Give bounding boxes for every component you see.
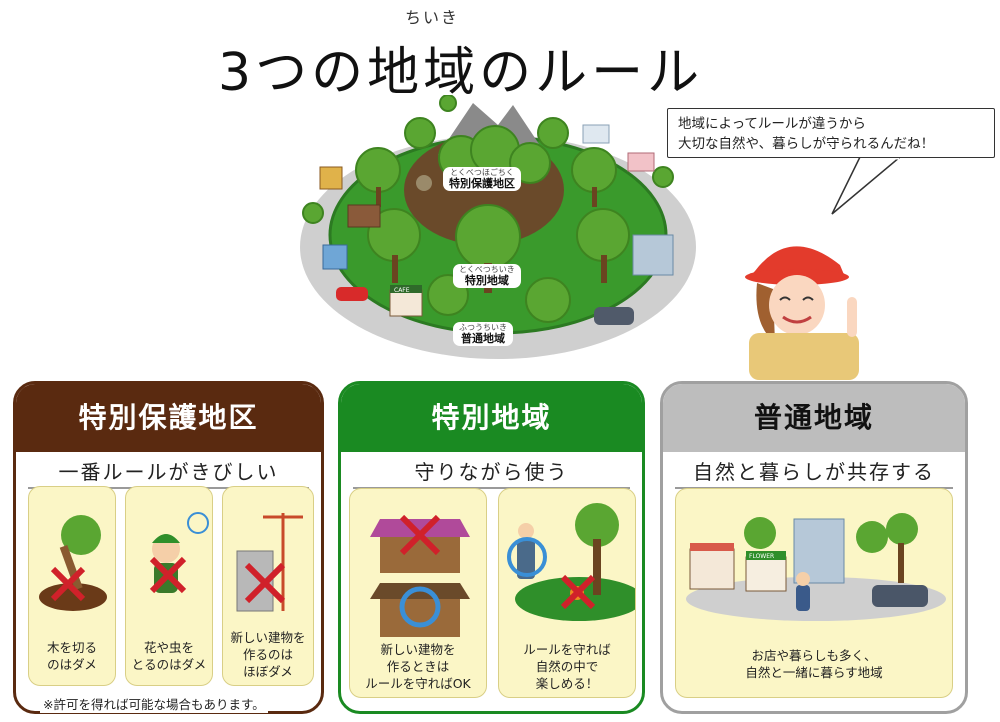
card-illustration <box>370 514 470 637</box>
red-x-icon <box>399 514 441 556</box>
guide-face <box>769 275 825 335</box>
hat-icon <box>749 246 845 277</box>
card-illustration <box>39 515 107 611</box>
red-x-icon <box>50 566 86 602</box>
zone-map-illustration: CAFE <box>298 94 698 367</box>
card-illustration <box>149 512 209 594</box>
label-special: とくべつちいき 特別地域 <box>453 264 521 288</box>
card-caption: お店や暮らしも多く、自然と一緒に暮らす地域 <box>745 648 883 680</box>
cafe-sign: CAFE <box>394 287 410 294</box>
red-x-icon <box>560 574 596 610</box>
panel-ordinary-title: 普通地域 <box>663 384 965 452</box>
speech-bubble: 地域によってルールが違うから 大切な自然や、暮らしが守られるんだね！ <box>667 108 995 158</box>
panel-special-protection-subtitle: 一番ルールがきびしい <box>58 460 279 484</box>
speech-bubble-line-2: 大切な自然や、暮らしが守られるんだね！ <box>678 136 935 152</box>
label-special-protection: とくべつほごちく 特別保護地区 <box>443 167 521 191</box>
card-no-tree-cutting: 木を切るのはダメ <box>28 486 116 686</box>
panel-ordinary-subtitle: 自然と暮らしが共存する <box>693 460 935 484</box>
card-caption: 花や虫をとるのはダメ <box>131 640 207 672</box>
label-special-name: 特別地域 <box>464 274 509 287</box>
card-illustration <box>236 513 303 612</box>
red-x-icon <box>244 562 286 604</box>
page-title: 3つの地域のルール <box>218 43 704 103</box>
pointing-hand <box>847 297 857 337</box>
guide-jacket <box>749 333 859 380</box>
label-special-protection-ruby: とくべつほごちく <box>450 168 514 177</box>
label-special-protection-name: 特別保護地区 <box>449 177 515 190</box>
label-ordinary-ruby: ふつうちいき <box>459 323 507 332</box>
panel-special-protection-zone: 特別保護地区 一番ルールがきびしい 木を切るのはダメ 花や虫をとるのはダメ 新し… <box>13 381 324 714</box>
gray-car <box>594 307 634 325</box>
panel-special-subtitle: 守りながら使う <box>414 460 569 484</box>
buildings: CAFE <box>319 124 674 317</box>
card-caption: ルールを守れば自然の中で楽しめる！ <box>523 642 611 691</box>
red-car <box>336 287 368 301</box>
zone-map-graphic: CAFE <box>300 94 696 359</box>
label-special-ruby: とくべつちいき <box>459 265 515 274</box>
panel-special-protection-title: 特別保護地区 <box>16 384 321 452</box>
card-illustration: FLOWER <box>686 513 946 621</box>
red-x-icon <box>149 556 187 594</box>
card-enjoy-nature: ルールを守れば自然の中で楽しめる！ <box>498 488 636 698</box>
card-illustration <box>507 503 635 621</box>
label-ordinary: ふつうちいき 普通地域 <box>453 322 513 346</box>
blue-circle-icon <box>399 586 441 628</box>
label-ordinary-name: 普通地域 <box>461 332 505 345</box>
card-caption: 木を切るのはダメ <box>46 640 97 672</box>
monkey-icon <box>416 175 432 191</box>
title-ruby: ちいき <box>405 8 460 27</box>
card-no-picking: 花や虫をとるのはダメ <box>125 486 213 686</box>
card-caption: 新しい建物を作るときはルールを守ればOK <box>365 642 471 691</box>
divider <box>675 487 953 489</box>
card-caption: 新しい建物を作るのはほぼダメ <box>230 630 306 679</box>
panel-special-zone: 特別地域 守りながら使う 新しい建物を作るときはルールを守ればOK ルールを守れ… <box>338 381 645 714</box>
speech-bubble-line-1: 地域によってルールが違うから <box>678 116 866 132</box>
guide-character <box>745 246 859 380</box>
flower-shop-sign: FLOWER <box>749 553 774 560</box>
card-no-new-buildings: 新しい建物を作るのはほぼダメ <box>222 486 314 686</box>
blue-circle-icon <box>507 537 547 577</box>
panel-special-title: 特別地域 <box>341 384 642 452</box>
card-town-with-nature: FLOWER お店や暮らしも多く、自然と一緒に暮らす地域 <box>675 488 953 698</box>
panel-ordinary-zone: 普通地域 自然と暮らしが共存する FLOWER お店や暮らしも多く、自然と一緒に… <box>660 381 968 714</box>
divider <box>353 487 630 489</box>
card-building-with-rules: 新しい建物を作るときはルールを守ればOK <box>349 488 487 698</box>
footnote: ※許可を得れば可能な場合もあります。 <box>40 694 268 713</box>
